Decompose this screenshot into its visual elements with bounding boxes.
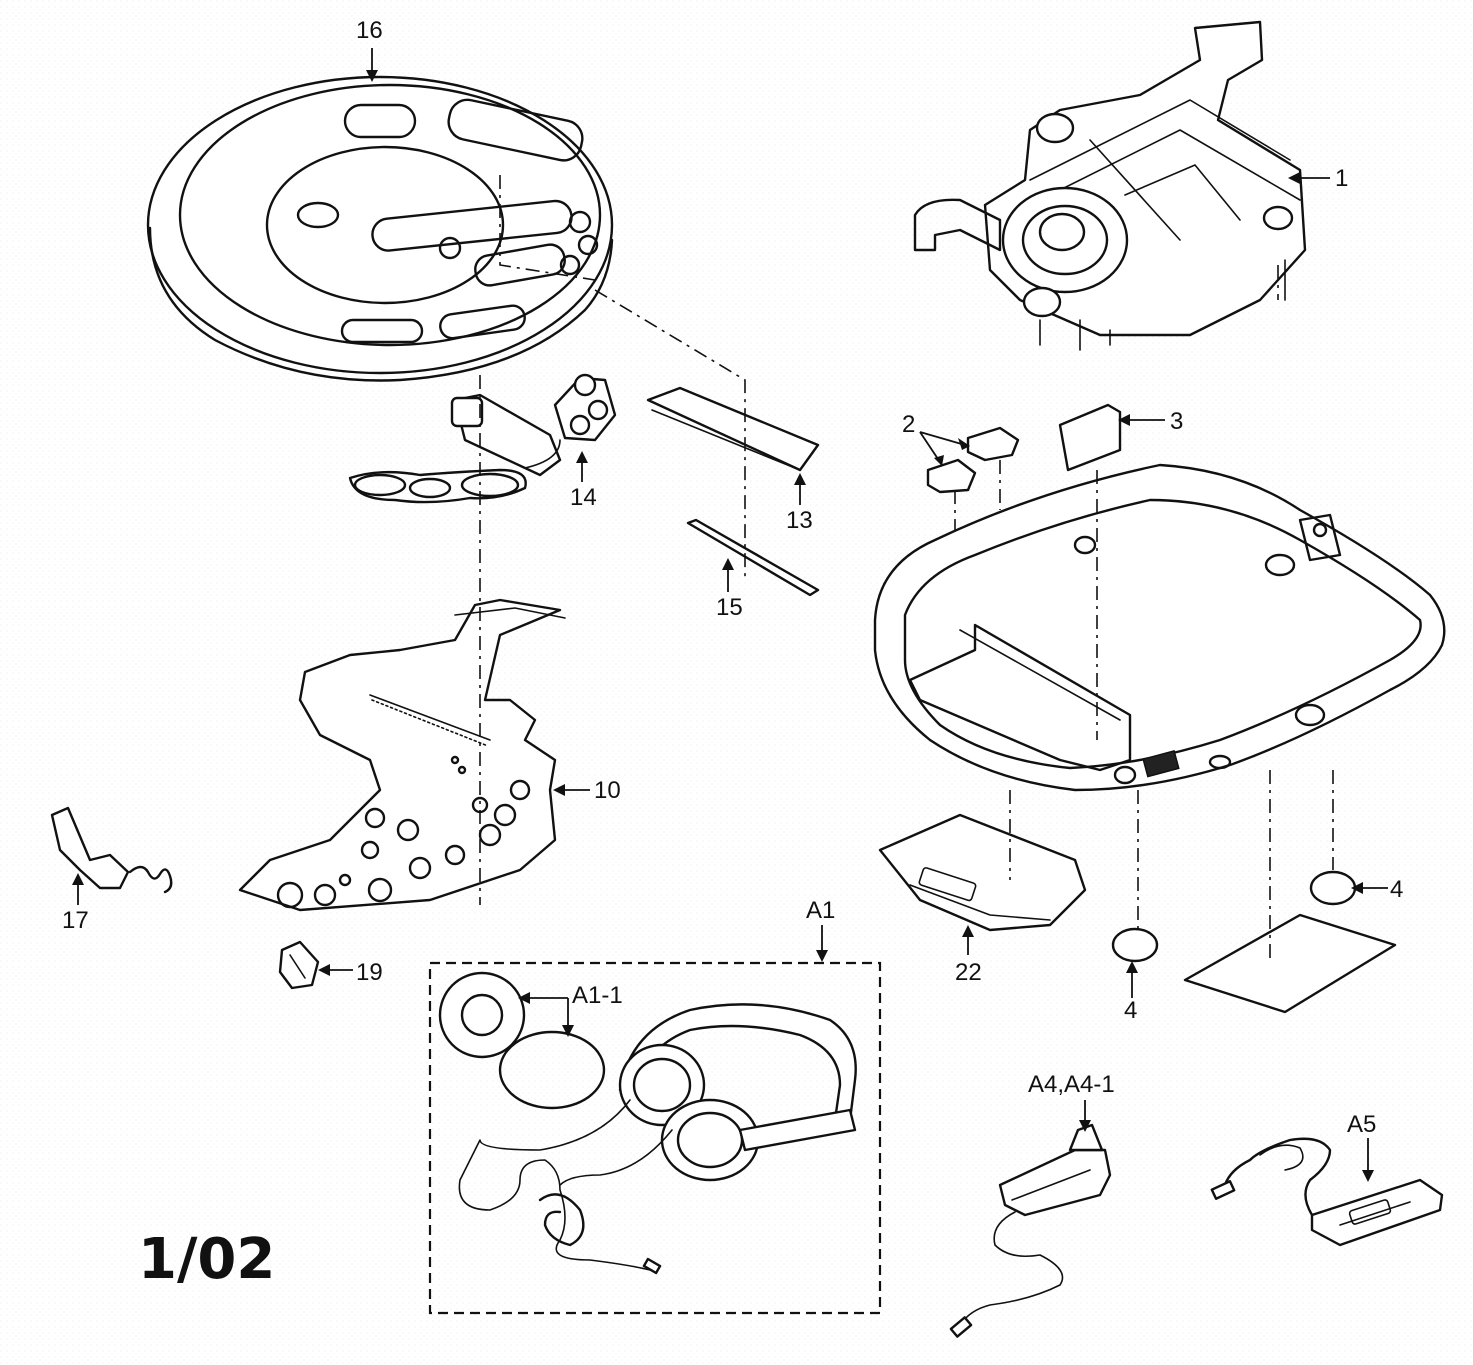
- label-a5: A5: [1347, 1111, 1376, 1138]
- label-13: 13: [786, 507, 813, 534]
- part-13-pad: [646, 386, 820, 472]
- part-14-switch-assembly: [348, 373, 617, 504]
- part-3-plate: [1058, 403, 1122, 472]
- part-17-slide-knob: [50, 806, 173, 894]
- label-2: 2: [902, 411, 915, 438]
- label-a1-1: A1-1: [572, 982, 623, 1009]
- a1-accessory-box: [428, 961, 882, 1315]
- label-1: 1: [1335, 165, 1348, 192]
- part-4-foot-lower: [1111, 927, 1159, 963]
- label-a1: A1: [806, 897, 835, 924]
- part-22-battery-lid: [878, 813, 1087, 932]
- part-2-buttons: [926, 426, 1020, 494]
- part-4-foot-right: [1309, 870, 1357, 906]
- label-4-lower: 4: [1124, 997, 1137, 1024]
- a1-headphones: [438, 971, 857, 1275]
- a5-cassette-adaptor: [1210, 1137, 1444, 1247]
- part-16-top-cover: [146, 75, 614, 382]
- assembly-lines: [479, 175, 1334, 960]
- label-17: 17: [62, 907, 89, 934]
- label-a4: A4,A4-1: [1028, 1071, 1115, 1098]
- bottom-cabinet: [873, 463, 1446, 792]
- rating-label-sheet: [1183, 913, 1397, 1014]
- part-19-clip: [278, 940, 320, 990]
- label-14: 14: [570, 484, 597, 511]
- label-10: 10: [594, 777, 621, 804]
- label-19: 19: [356, 959, 383, 986]
- part-15-strip: [686, 518, 820, 597]
- page-code: 1/02: [138, 1227, 275, 1292]
- label-22: 22: [955, 959, 982, 986]
- label-3: 3: [1170, 408, 1183, 435]
- label-16: 16: [356, 17, 383, 44]
- a4-ac-adaptor: [949, 1123, 1112, 1338]
- label-15: 15: [716, 594, 743, 621]
- leader-arrows: [72, 48, 1388, 1182]
- part-1-cd-mechanism: [913, 20, 1307, 351]
- label-4-right: 4: [1390, 876, 1403, 903]
